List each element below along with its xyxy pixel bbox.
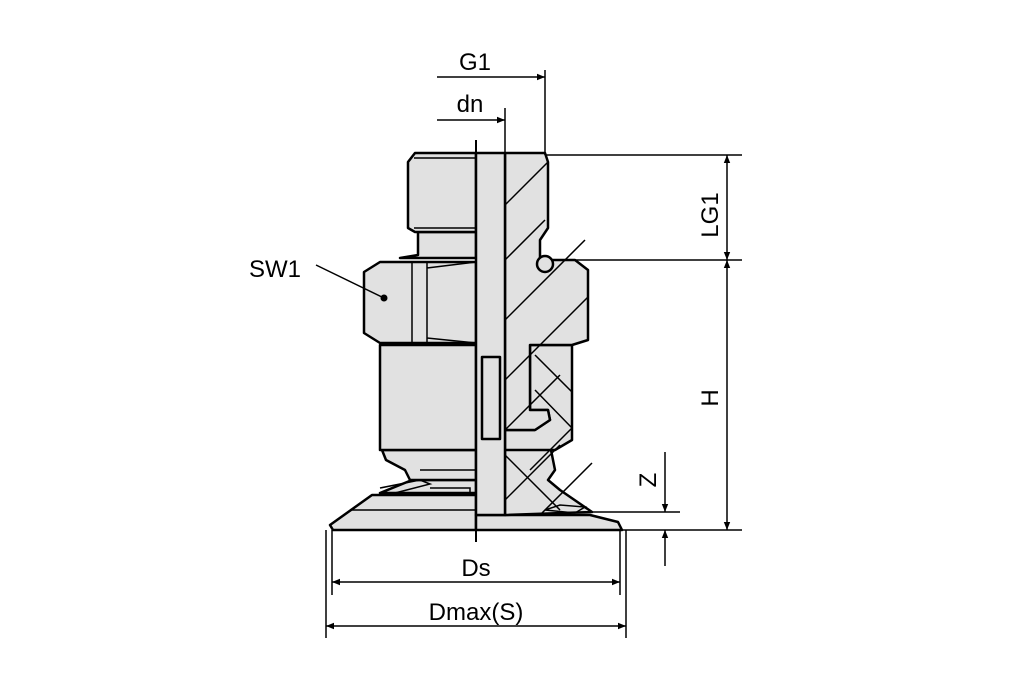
cup-bellow <box>378 478 478 495</box>
label-g1: G1 <box>459 49 491 76</box>
body <box>378 343 478 452</box>
label-dmax: Dmax(S) <box>429 599 524 626</box>
section-body <box>503 151 590 432</box>
callout-sw1: SW1 <box>249 256 385 299</box>
label-ds: Ds <box>461 555 490 582</box>
section-bore <box>474 151 507 517</box>
o-ring <box>535 254 555 274</box>
label-sw1: SW1 <box>249 256 301 283</box>
cup-lip <box>328 493 478 532</box>
section-view <box>474 151 624 532</box>
section-cup <box>474 513 624 532</box>
label-h: H <box>697 389 724 406</box>
section-insert <box>480 355 502 441</box>
label-dn: dn <box>457 91 484 118</box>
dimension-z: Z <box>590 452 680 566</box>
label-lg1: LG1 <box>697 192 724 237</box>
neck <box>398 230 478 260</box>
dimension-dn: dn <box>437 91 506 155</box>
label-z: Z <box>635 473 662 488</box>
dimension-g1: G1 <box>437 49 546 155</box>
dimension-lg1: LG1 <box>545 154 742 261</box>
exterior-view <box>328 151 478 532</box>
dimension-ds: Ds <box>331 530 621 595</box>
hex-nut <box>362 260 478 345</box>
dimension-dmax: Dmax(S) <box>325 530 627 638</box>
thread <box>406 151 478 234</box>
dimension-h: H <box>620 260 742 531</box>
lower-neck <box>380 448 478 482</box>
